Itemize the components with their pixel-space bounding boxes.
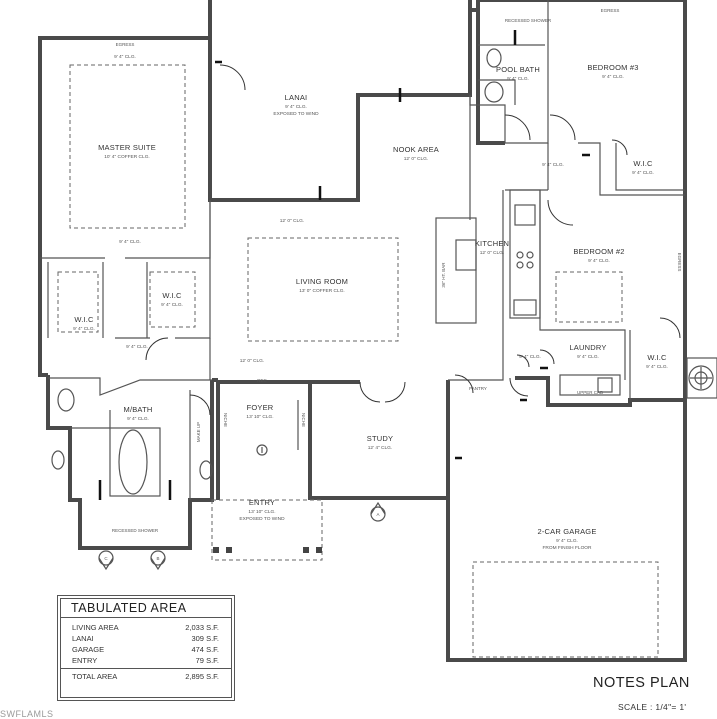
hall-clg: 9' 4" CLG. [542,162,564,168]
bath-fixtures [51,48,621,497]
table-row: LANAI 309 S.F. [61,633,231,644]
area-label: LANAI [72,634,94,643]
entry-columns [213,444,322,553]
wic-bed3-name: W.I.C [633,159,653,168]
interior-walls [40,0,685,561]
bedroom3-name: BEDROOM #3 [587,63,638,72]
bed3-egress: EGRESS [601,8,620,13]
living-spec: 13' 0" COFFER CLG. [299,288,345,294]
bedroom2-spec: 9' 4" CLG. [588,258,610,264]
pool-bath-spec: 9' 4" CLG. [507,76,529,82]
toilet-icon [57,388,75,412]
nook-spec: 12' 0" CLG. [404,156,428,162]
range-burner-icon [516,251,534,269]
niche-left: NICHE [223,413,228,427]
mbath-spec: 9' 4" CLG. [127,416,149,422]
marker-a: A [376,512,379,517]
marker-c: C [104,556,108,561]
total-value: 2,895 S.F. [185,672,219,681]
elevation-marker-icon [98,501,386,571]
sink-icon [51,450,65,470]
study-name: STUDY [367,434,393,443]
niche-right: NICHE [301,413,306,427]
master-suite-name: MASTER SUITE [98,143,156,152]
area-value: 2,033 S.F. [185,623,219,632]
living-clg-bottom: 12' 0" CLG. [240,358,264,364]
watermark: SWFLAMLS [0,709,54,719]
make-up-label: MAKE UP [196,422,201,442]
recessed-shower: RECESSED SHOWER [112,528,159,533]
area-value: 309 S.F. [191,634,219,643]
wic-right-name: W.I.C [162,291,182,300]
garage-spec: 9' 4" CLG. [556,538,578,544]
area-label: GARAGE [72,645,105,654]
wic-bed2-name: W.I.C [647,353,667,362]
master-suite-spec: 10' 4" COFFER CLG. [104,154,150,160]
kitchen-name: KITCHEN [475,239,509,248]
lanai-spec2: EXPOSED TO WIND [273,111,319,117]
ac-unit-icon [686,357,717,399]
master-egress: EGRESS [116,42,135,47]
notes-plan-title: NOTES PLAN [593,675,690,691]
kitchen-fixtures [435,189,541,324]
bedroom3-spec: 9' 4" CLG. [602,74,624,80]
table-row: GARAGE 474 S.F. [61,644,231,655]
tabulated-area-rows: LIVING AREA 2,033 S.F. LANAI 309 S.F. GARA… [61,618,231,682]
entry-name: ENTRY [249,498,275,507]
laundry-clg2: 9' 4" CLG. [519,354,541,360]
entry-spec2: EXPOSED TO WIND [239,516,285,522]
area-label: LIVING AREA [72,623,119,632]
living-clg-top: 12' 0" CLG. [280,218,304,224]
garage-spec2: FROM FINISH FLOOR [542,545,592,551]
wic-left-spec: 9' 4" CLG. [73,326,95,332]
total-row: TOTAL AREA 2,895 S.F. [61,668,231,682]
entry-spec: 13' 10" CLG. [248,509,275,515]
scale-label: SCALE : 1/4"= 1' [618,702,687,712]
lanai-spec: 9' 4" CLG. [285,104,307,110]
mbath-name: M/BATH [124,405,153,414]
lanai-name: LANAI [285,93,308,102]
marker-b: B [156,556,159,561]
wic-right-spec: 9' 4" CLG. [161,302,183,308]
upper-cab: UPPER CAB [577,390,603,395]
exterior-walls [38,0,687,662]
living-name: LIVING ROOM [296,277,348,286]
area-label: ENTRY [72,656,98,665]
tabulated-area-title: TABULATED AREA [61,599,231,618]
laundry-spec: 9' 4" CLG. [577,354,599,360]
bed2-egress: EGRESS [677,253,682,272]
foyer-spec: 13' 10" CLG. [246,414,273,420]
laundry-name: LAUNDRY [569,343,606,352]
wic-left-name: W.I.C [74,315,94,324]
table-row: LIVING AREA 2,033 S.F. [61,622,231,633]
rec-label: REC [257,378,267,383]
pantry-label: PANTRY [469,386,487,391]
foyer-name: FOYER [247,403,274,412]
master-clg: 9' 4" CLG. [114,54,136,60]
door-swing-icon [98,30,681,500]
master-clg-bottom: 9' 4" CLG. [119,239,141,245]
garage-name: 2-CAR GARAGE [537,527,596,536]
total-label: TOTAL AREA [72,672,118,681]
tabulated-area-table: TABULATED AREA LIVING AREA 2,033 S.F. LAN… [57,595,235,701]
area-value: 79 S.F. [195,656,219,665]
island-label: 36" HT. BAR [441,262,446,288]
room-labels: EGRESS 9' 4" CLG. MASTER SUITE 10' 4" CO… [73,8,682,561]
nook-name: NOOK AREA [393,145,439,154]
wic-bed2-spec: 9' 4" CLG. [646,364,668,370]
bedroom2-name: BEDROOM #2 [573,247,624,256]
recessed-shower-top: RECESSED SHOWER [505,18,552,23]
study-spec: 12' 4" CLG. [368,445,392,451]
hall2-clg: 9' 4" CLG. [126,344,148,350]
table-row: ENTRY 79 S.F. [61,655,231,666]
ceiling-lines [57,64,659,658]
wic-bed3-spec: 9' 4" CLG. [632,170,654,176]
bathtub-icon [118,429,148,495]
area-value: 474 S.F. [191,645,219,654]
kitchen-spec: 12' 0" CLG. [480,250,504,256]
pool-bath-name: POOL BATH [496,65,540,74]
